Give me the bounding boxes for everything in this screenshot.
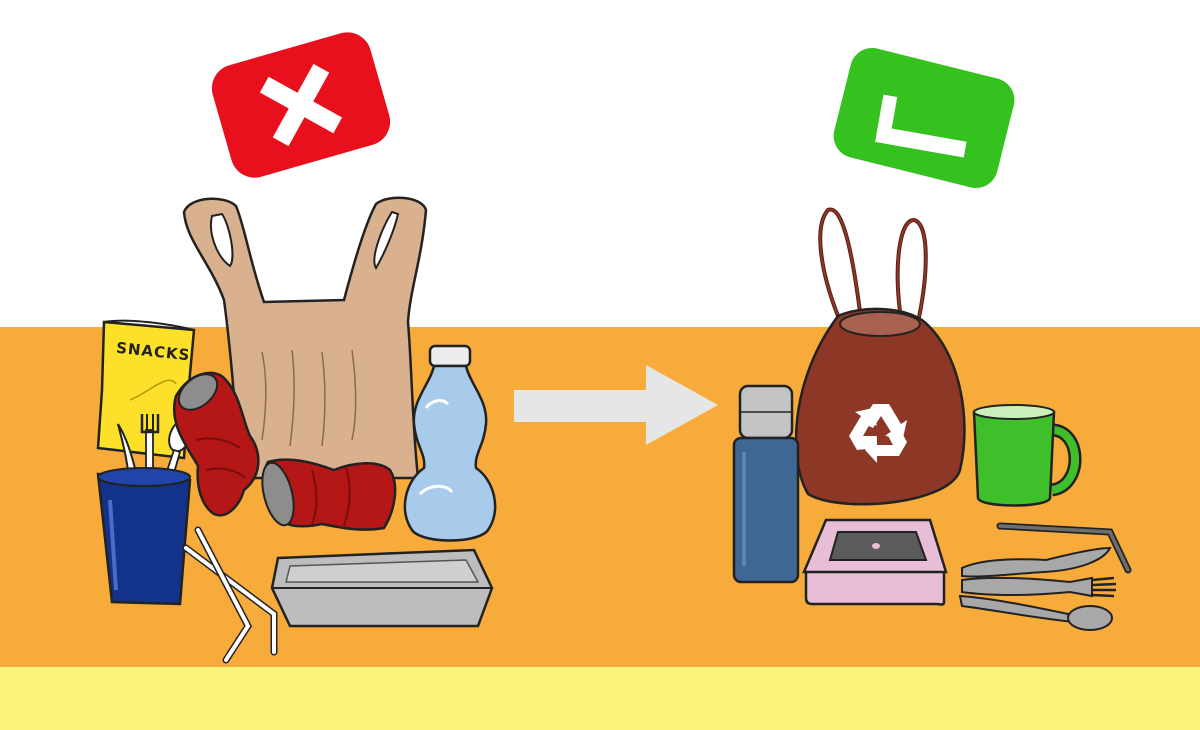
plastic-bag <box>182 196 428 480</box>
reusable-mug <box>972 404 1082 507</box>
sky-background <box>0 0 1200 327</box>
plastic-water-bottle <box>403 344 497 542</box>
check-icon <box>875 94 967 158</box>
recycle-icon <box>849 404 907 463</box>
lunch-box <box>802 518 948 606</box>
foam-food-container <box>270 548 494 628</box>
good-badge <box>833 48 1015 188</box>
plastic-straws <box>182 526 278 664</box>
floor-strip <box>0 667 1200 730</box>
metal-spoon <box>958 594 1113 631</box>
metal-fork <box>961 576 1117 598</box>
arrow-right-icon <box>514 365 718 445</box>
bad-badge <box>211 32 391 178</box>
reusable-bottle <box>732 384 800 584</box>
reusable-cloth-bag <box>794 207 966 506</box>
cross-icon <box>259 63 343 147</box>
crushed-can-left <box>173 371 260 517</box>
metal-straw <box>996 522 1132 574</box>
snacks-bag: SNACKS <box>96 319 196 460</box>
crushed-can-right <box>261 458 397 531</box>
metal-knife <box>961 546 1112 578</box>
